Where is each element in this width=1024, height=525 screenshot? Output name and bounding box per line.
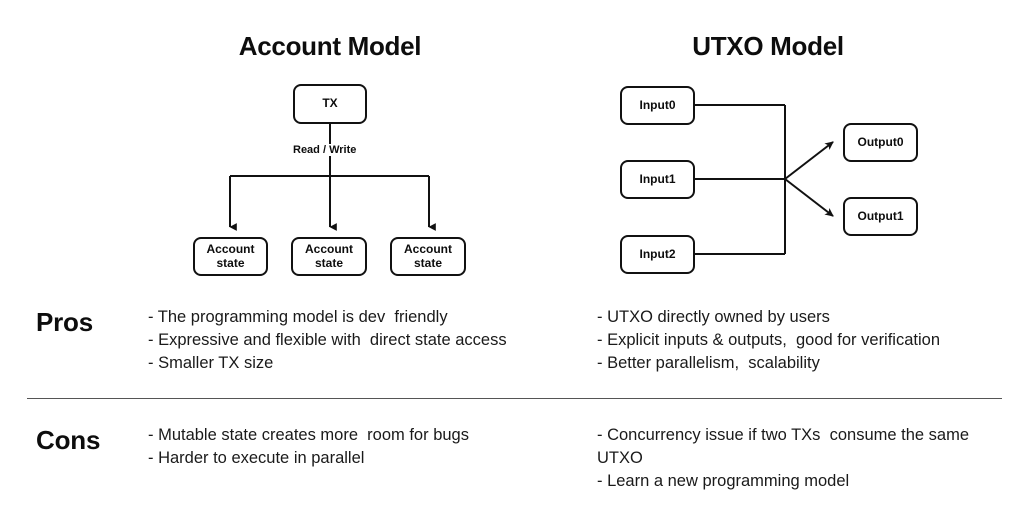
list-item: - Smaller TX size — [148, 354, 274, 372]
node-output-1[interactable]: Output1 — [843, 197, 918, 236]
list-item: - Learn a new programming model — [597, 472, 850, 490]
pros-row-label: Pros — [36, 307, 94, 337]
pros-account-list: - The programming model is dev friendly … — [148, 306, 578, 375]
node-output-0[interactable]: Output0 — [843, 123, 918, 162]
list-item: - Better parallelism, scalability — [597, 354, 820, 372]
account-model-title: Account Model — [238, 31, 422, 61]
list-item: - Explicit inputs & outputs, good for ve… — [597, 331, 941, 349]
wire-junction-to-output-1 — [784, 178, 834, 217]
node-account-state-2[interactable]: Account state — [390, 237, 466, 276]
cons-account-list: - Mutable state creates more room for bu… — [148, 424, 578, 470]
list-item: - UTXO directly owned by users — [597, 308, 830, 326]
list-item: - Mutable state creates more room for bu… — [148, 426, 469, 444]
wire-junction-to-output-0 — [784, 141, 834, 180]
pros-utxo-list: - UTXO directly owned by users - Explici… — [597, 306, 997, 375]
utxo-model-title: UTXO Model — [692, 31, 844, 61]
list-item: - Harder to execute in parallel — [148, 449, 365, 467]
list-item: - Expressive and flexible with direct st… — [148, 331, 507, 349]
node-account-state-0[interactable]: Account state — [193, 237, 268, 276]
cons-row-label: Cons — [36, 425, 101, 455]
list-item: - Concurrency issue if two TXs consume t… — [597, 426, 974, 467]
node-account-state-1[interactable]: Account state — [291, 237, 367, 276]
node-input-2[interactable]: Input2 — [620, 235, 695, 274]
list-item: - The programming model is dev friendly — [148, 308, 448, 326]
section-divider — [27, 398, 1002, 399]
cons-utxo-list: - Concurrency issue if two TXs consume t… — [597, 424, 989, 493]
node-input-1[interactable]: Input1 — [620, 160, 695, 199]
edge-label-read-write: Read / Write — [289, 144, 361, 156]
node-tx[interactable]: TX — [293, 84, 367, 124]
node-input-0[interactable]: Input0 — [620, 86, 695, 125]
